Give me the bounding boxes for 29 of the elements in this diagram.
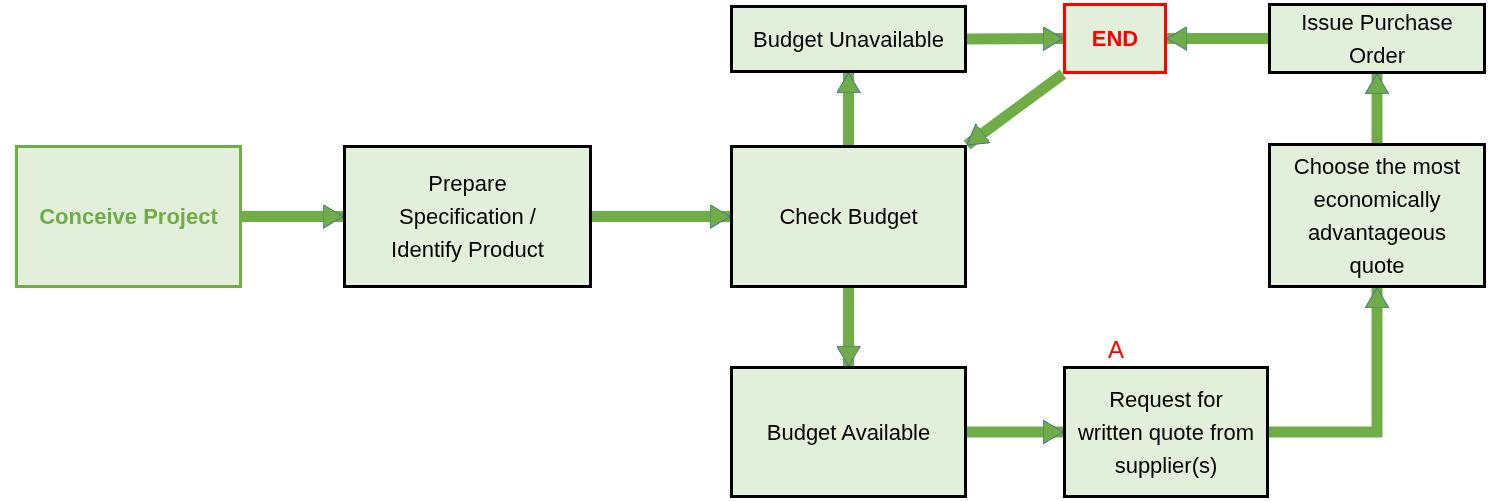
start-box bbox=[15, 145, 242, 288]
process-box bbox=[730, 145, 967, 288]
arrow bbox=[836, 288, 861, 367]
node-label: END bbox=[1091, 25, 1139, 53]
arrow bbox=[966, 26, 1064, 52]
process-box bbox=[730, 5, 967, 73]
node-label: Choose the most economically advantageous quote bbox=[1292, 152, 1462, 280]
arrow bbox=[242, 204, 344, 229]
node-label: Budget Unavailable bbox=[753, 25, 944, 54]
process-box bbox=[343, 145, 592, 288]
node-label: Prepare Specification / Identify Product bbox=[390, 170, 545, 264]
process-box bbox=[1268, 143, 1486, 288]
node-label: Budget Available bbox=[766, 418, 931, 447]
process-box bbox=[1268, 3, 1486, 74]
arrow bbox=[1269, 287, 1390, 438]
node-label: Conceive Project bbox=[39, 203, 218, 231]
arrow bbox=[967, 419, 1064, 445]
end-box bbox=[1063, 3, 1167, 74]
node-label: Check Budget bbox=[779, 203, 918, 231]
arrow bbox=[1166, 26, 1268, 51]
arrow bbox=[592, 204, 731, 229]
node-label: Issue Purchase Order bbox=[1300, 8, 1454, 70]
arrow bbox=[963, 69, 1067, 150]
node-label: Request for written quote from supplier(s) bbox=[1076, 385, 1256, 480]
arrow bbox=[836, 72, 861, 145]
process-box bbox=[730, 366, 967, 498]
callout-letter: A bbox=[1108, 336, 1124, 364]
process-box bbox=[1063, 366, 1269, 498]
arrow bbox=[1364, 73, 1390, 143]
